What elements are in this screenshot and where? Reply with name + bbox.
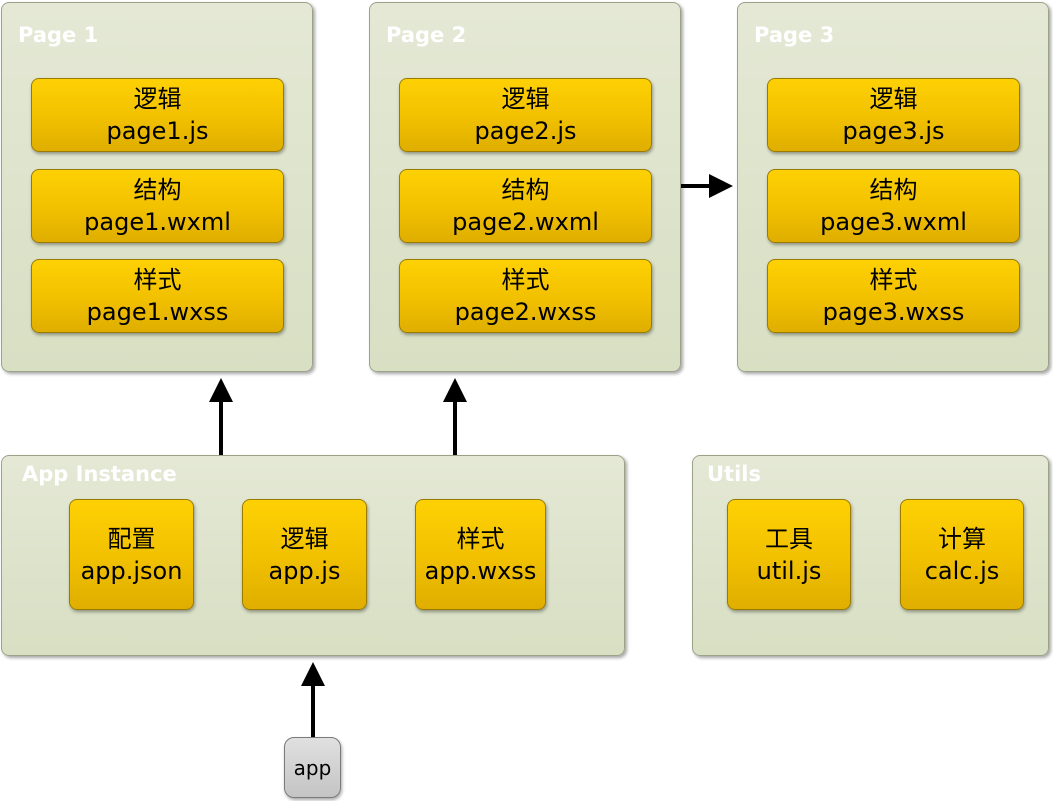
card-label: 配置 <box>107 524 156 553</box>
card-file: page3.wxss <box>822 298 965 326</box>
card-file: page2.wxml <box>452 208 599 236</box>
page2-panel: Page 2 逻辑 page2.js 结构 page2.wxml 样式 page… <box>369 2 681 372</box>
card-label: 逻辑 <box>869 85 918 113</box>
card-file: app.wxss <box>424 556 537 585</box>
page3-panel: Page 3 逻辑 page3.js 结构 page3.wxml 样式 page… <box>737 2 1049 372</box>
card-file: page2.wxss <box>454 298 597 326</box>
utils-title: Utils <box>707 462 761 486</box>
page1-title: Page 1 <box>18 23 99 47</box>
card-file: page3.js <box>842 117 945 145</box>
page3-style-card: 样式 page3.wxss <box>767 259 1020 333</box>
card-label: 计算 <box>938 524 986 553</box>
utils-panel: Utils 工具 util.js 计算 calc.js <box>692 455 1049 656</box>
app-config-card: 配置 app.json <box>69 499 194 610</box>
page3-logic-card: 逻辑 page3.js <box>767 78 1020 152</box>
card-label: 结构 <box>501 176 550 204</box>
card-label: 结构 <box>133 176 182 204</box>
card-label: 结构 <box>869 176 918 204</box>
page3-title: Page 3 <box>754 23 835 47</box>
card-label: 逻辑 <box>133 85 182 113</box>
page2-structure-card: 结构 page2.wxml <box>399 169 652 243</box>
page3-structure-card: 结构 page3.wxml <box>767 169 1020 243</box>
card-label: 样式 <box>133 266 182 294</box>
page2-logic-card: 逻辑 page2.js <box>399 78 652 152</box>
app-instance-panel: App Instance 配置 app.json 逻辑 app.js 样式 ap… <box>1 455 625 656</box>
card-file: page1.wxss <box>86 298 229 326</box>
card-file: page3.wxml <box>820 208 967 236</box>
card-file: app.js <box>268 556 341 585</box>
page1-structure-card: 结构 page1.wxml <box>31 169 284 243</box>
app-instance-title: App Instance <box>22 462 177 486</box>
card-label: 样式 <box>456 524 505 553</box>
app-style-card: 样式 app.wxss <box>415 499 546 610</box>
app-logic-card: 逻辑 app.js <box>242 499 367 610</box>
card-label: 样式 <box>501 266 550 294</box>
page2-title: Page 2 <box>386 23 467 47</box>
card-label: 样式 <box>869 266 918 294</box>
card-file: page2.js <box>474 117 577 145</box>
card-file: app.json <box>80 556 183 585</box>
card-label: 工具 <box>765 524 813 553</box>
card-file: calc.js <box>924 556 1000 585</box>
page1-logic-card: 逻辑 page1.js <box>31 78 284 152</box>
card-file: util.js <box>756 556 822 585</box>
page2-style-card: 样式 page2.wxss <box>399 259 652 333</box>
page1-panel: Page 1 逻辑 page1.js 结构 page1.wxml 样式 page… <box>1 2 313 372</box>
page1-style-card: 样式 page1.wxss <box>31 259 284 333</box>
util-calc-card: 计算 calc.js <box>900 499 1024 610</box>
card-label: 逻辑 <box>280 524 329 553</box>
card-label: 逻辑 <box>501 85 550 113</box>
card-file: page1.js <box>106 117 209 145</box>
card-file: page1.wxml <box>84 208 231 236</box>
app-node: app <box>284 737 341 798</box>
util-tool-card: 工具 util.js <box>727 499 851 610</box>
